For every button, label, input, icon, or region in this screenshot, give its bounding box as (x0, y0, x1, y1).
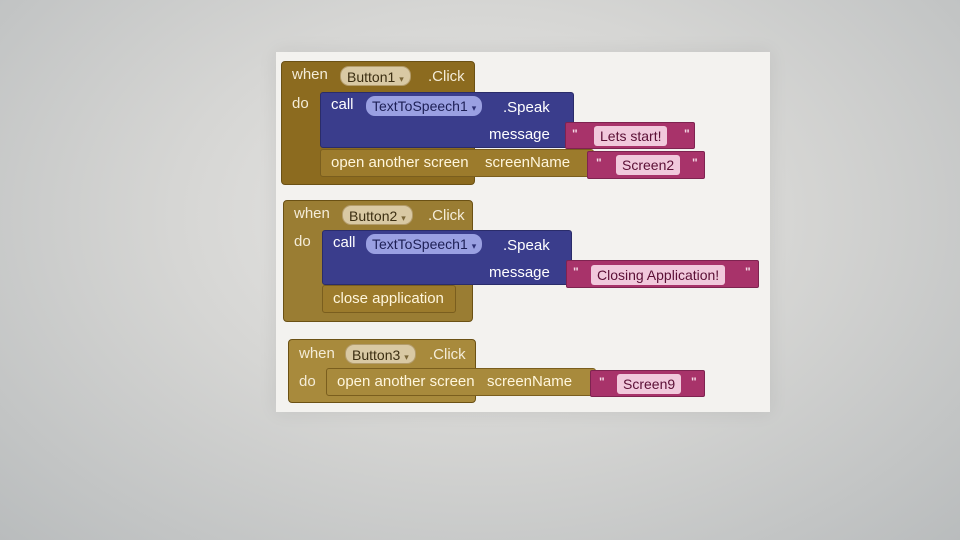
close-application-block[interactable]: close application (322, 285, 456, 313)
screen-name-arg-label: screenName (485, 154, 571, 171)
open-quote-icon: " (572, 127, 578, 141)
arg-message-label: message (489, 264, 550, 281)
component-dropdown-tts[interactable]: TextToSpeech1▾ (366, 96, 483, 116)
action-label: open another screen (337, 373, 475, 390)
chevron-down-icon: ▾ (399, 74, 404, 84)
call-speak-block[interactable]: call TextToSpeech1▾ .Speak message (322, 230, 572, 285)
close-quote-icon: " (684, 127, 690, 141)
open-quote-icon: " (596, 156, 602, 170)
do-label: do (299, 373, 316, 390)
text-block[interactable]: " Screen2 " (587, 151, 705, 179)
open-quote-icon: " (599, 375, 605, 389)
call-label: call (331, 96, 354, 113)
when-label: when (292, 66, 328, 83)
action-label: open another screen (331, 154, 469, 171)
method-label: .Speak (503, 99, 550, 116)
do-label: do (292, 95, 309, 112)
method-label: .Speak (503, 237, 550, 254)
text-block[interactable]: " Closing Application! " (566, 260, 759, 288)
call-speak-block[interactable]: call TextToSpeech1▾ .Speak message (320, 92, 574, 148)
text-value[interactable]: Screen9 (617, 374, 682, 394)
do-label: do (294, 233, 311, 250)
close-quote-icon: " (745, 265, 751, 279)
open-quote-icon: " (573, 265, 579, 279)
when-label: when (294, 205, 330, 222)
call-label: call (333, 234, 356, 251)
action-label: close application (333, 290, 444, 307)
close-quote-icon: " (692, 156, 698, 170)
component-dropdown-tts[interactable]: TextToSpeech1▾ (366, 234, 483, 254)
component-dropdown-button1[interactable]: Button1▾ (340, 66, 411, 86)
screen-name-arg-label: screenName (487, 373, 573, 390)
text-block[interactable]: " Screen9 " (590, 370, 705, 397)
text-value[interactable]: Screen2 (616, 155, 681, 175)
chevron-down-icon: ▾ (401, 213, 406, 223)
component-dropdown-button3[interactable]: Button3▾ (345, 344, 416, 364)
open-another-screen-block[interactable]: open another screen screenName (326, 368, 596, 396)
close-quote-icon: " (691, 375, 697, 389)
chevron-down-icon: ▾ (471, 103, 477, 113)
arg-message-label: message (489, 126, 550, 143)
text-block[interactable]: " Lets start! " (565, 122, 695, 149)
text-value[interactable]: Lets start! (594, 126, 668, 146)
text-value[interactable]: Closing Application! (591, 265, 726, 285)
when-label: when (299, 345, 335, 362)
open-another-screen-block[interactable]: open another screen screenName (320, 149, 594, 177)
chevron-down-icon: ▾ (404, 352, 409, 362)
event-name-label: .Click (428, 68, 465, 85)
event-name-label: .Click (429, 346, 466, 363)
chevron-down-icon: ▾ (471, 241, 477, 251)
event-name-label: .Click (428, 207, 465, 224)
component-dropdown-button2[interactable]: Button2▾ (342, 205, 413, 225)
